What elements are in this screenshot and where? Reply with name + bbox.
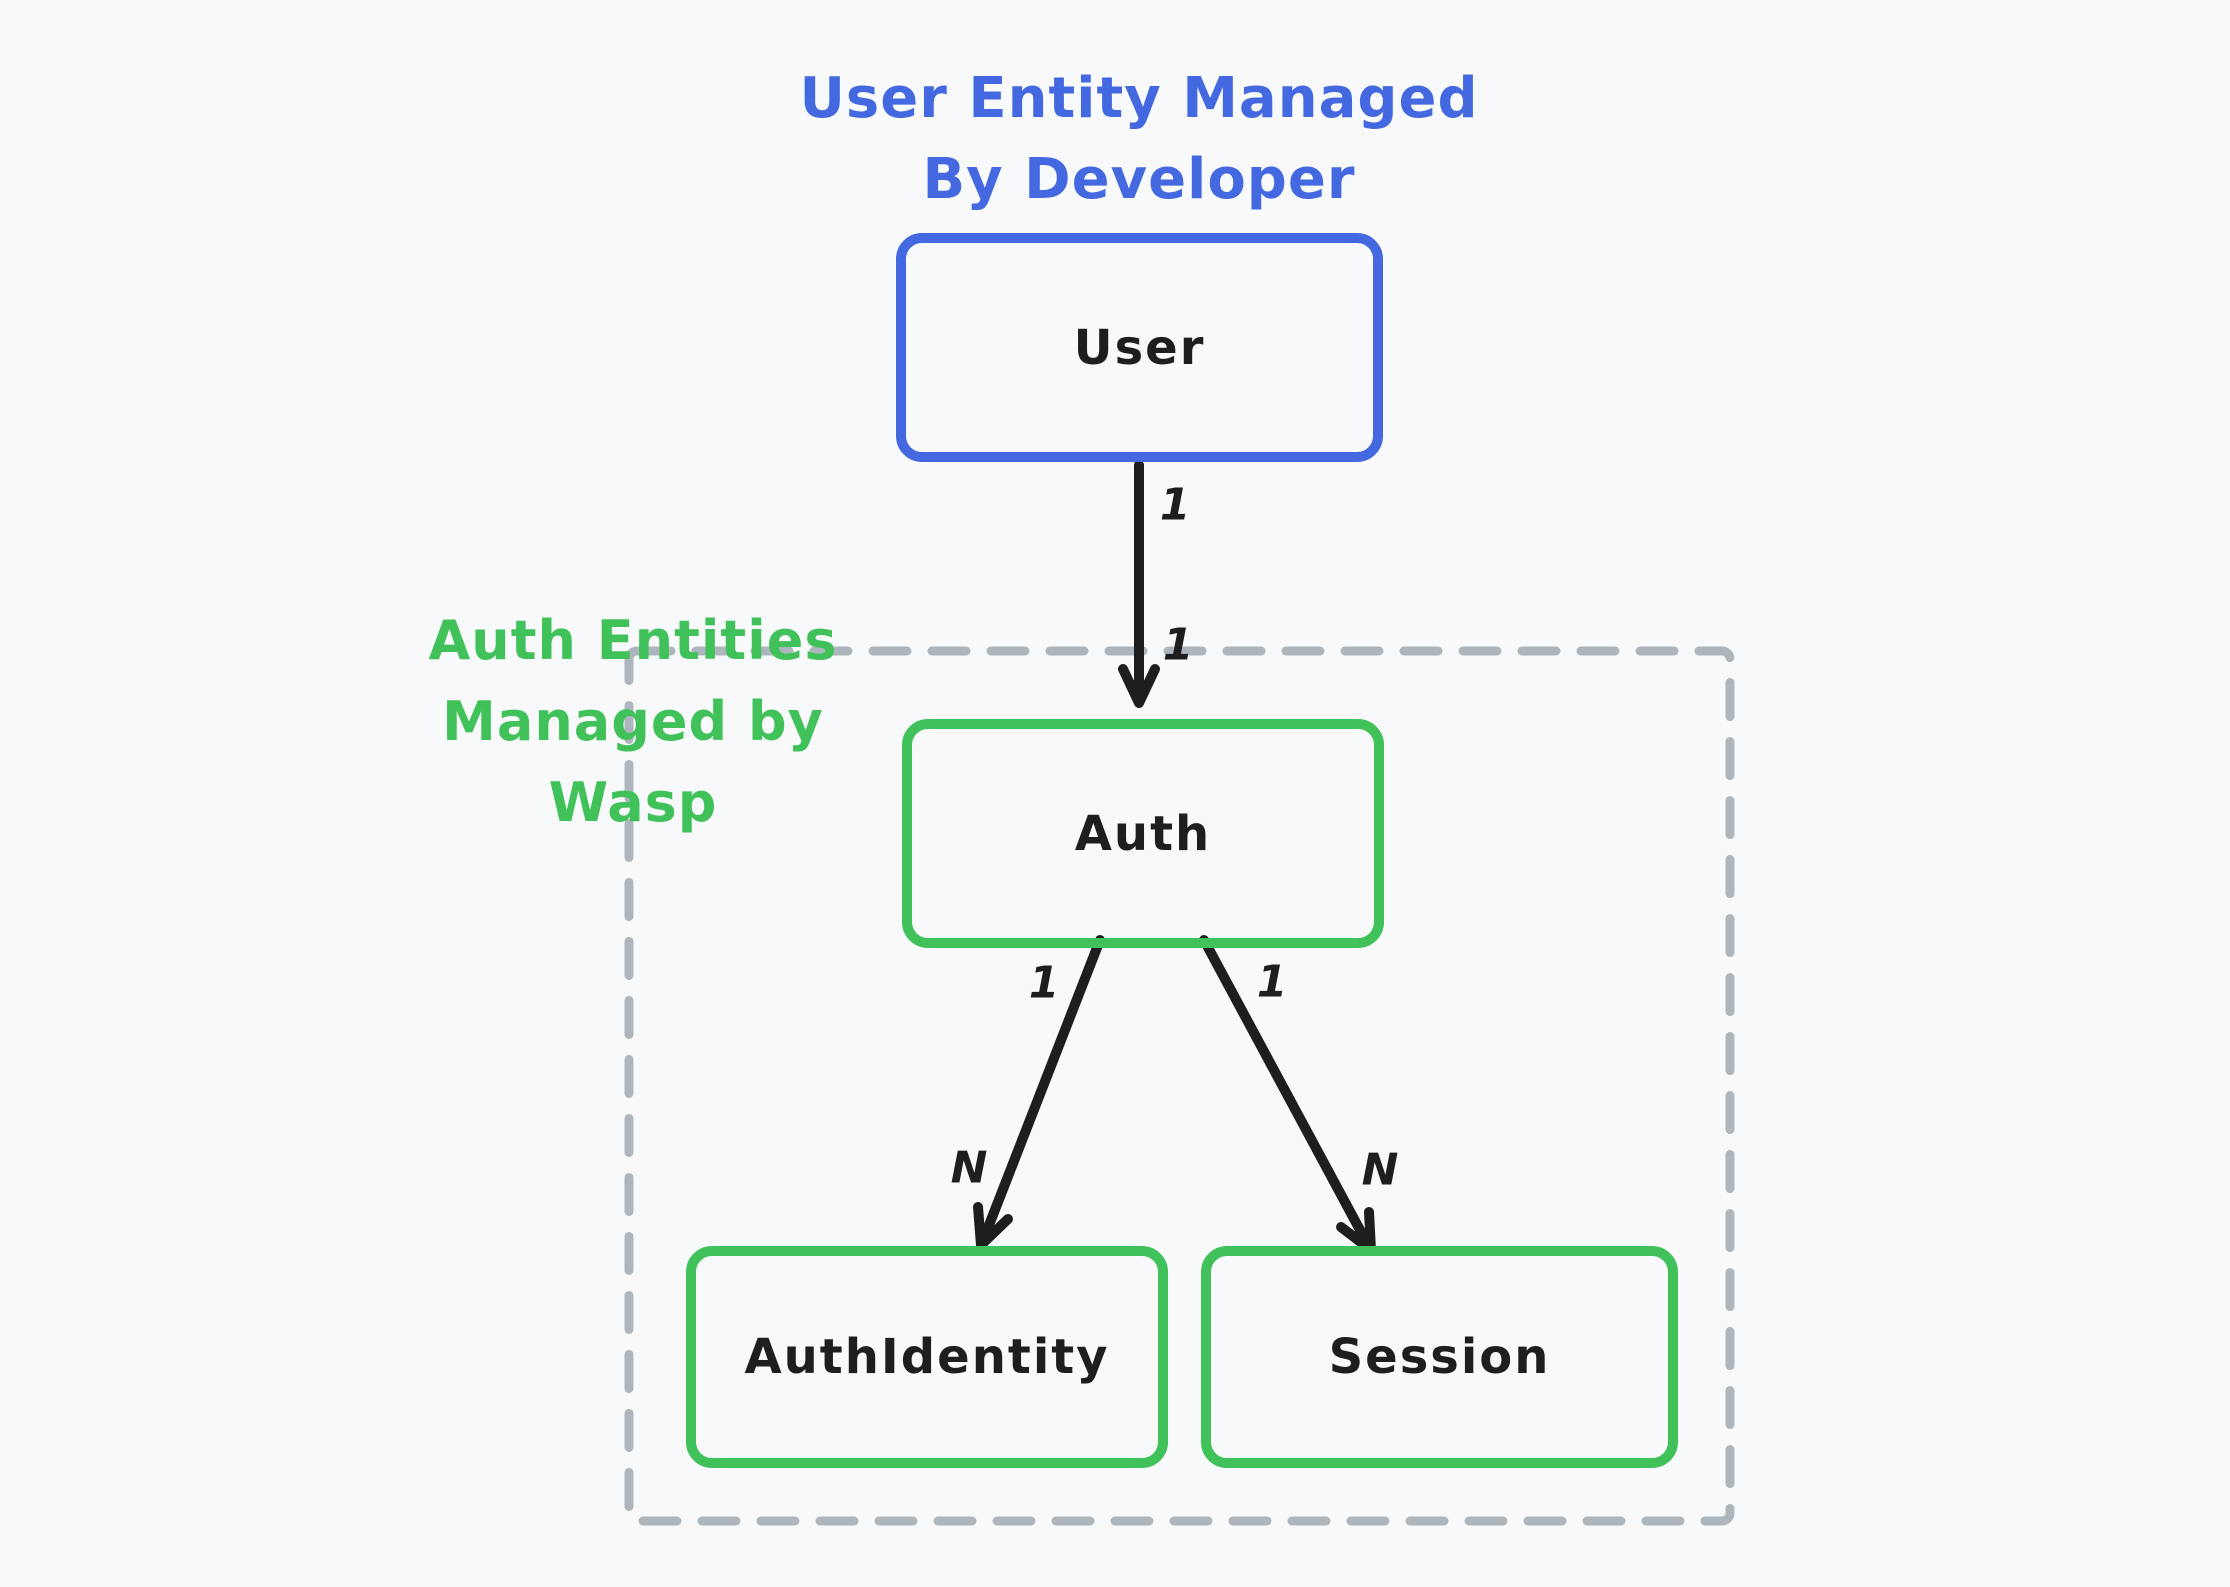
node-auth: Auth (902, 719, 1384, 948)
diagram-title-line2: By Developer (922, 147, 1356, 213)
diagram-title: User Entity Managed By Developer (789, 58, 1489, 220)
auth-group-label-line1: Auth Entities (428, 609, 838, 672)
node-user-label: User (1073, 319, 1206, 376)
node-session-label: Session (1328, 1329, 1551, 1385)
edge-auth-authidentity (973, 935, 1105, 1250)
node-authidentity-label: AuthIdentity (744, 1329, 1110, 1385)
node-auth-label: Auth (1074, 805, 1212, 862)
edge-auth-session (1199, 935, 1376, 1255)
auth-group-boundary (624, 646, 1735, 1526)
node-user: User (896, 233, 1383, 462)
edge-user-auth-target-cardinality: 1 (1162, 619, 1194, 671)
auth-group-label: Auth Entities Managed by Wasp (383, 600, 883, 843)
node-session: Session (1201, 1246, 1678, 1468)
edge-auth-session-target-cardinality: N (1361, 1144, 1399, 1196)
edge-auth-session-source-cardinality: 1 (1256, 956, 1288, 1008)
edge-auth-authidentity-source-cardinality: 1 (1028, 957, 1060, 1009)
auth-group-label-line2: Managed by Wasp (442, 690, 824, 834)
edge-user-auth (1118, 460, 1160, 708)
edge-user-auth-source-cardinality: 1 (1159, 479, 1191, 531)
edge-auth-authidentity-target-cardinality: N (950, 1142, 988, 1194)
diagram-title-line1: User Entity Managed (799, 66, 1479, 131)
node-authidentity: AuthIdentity (686, 1246, 1168, 1468)
